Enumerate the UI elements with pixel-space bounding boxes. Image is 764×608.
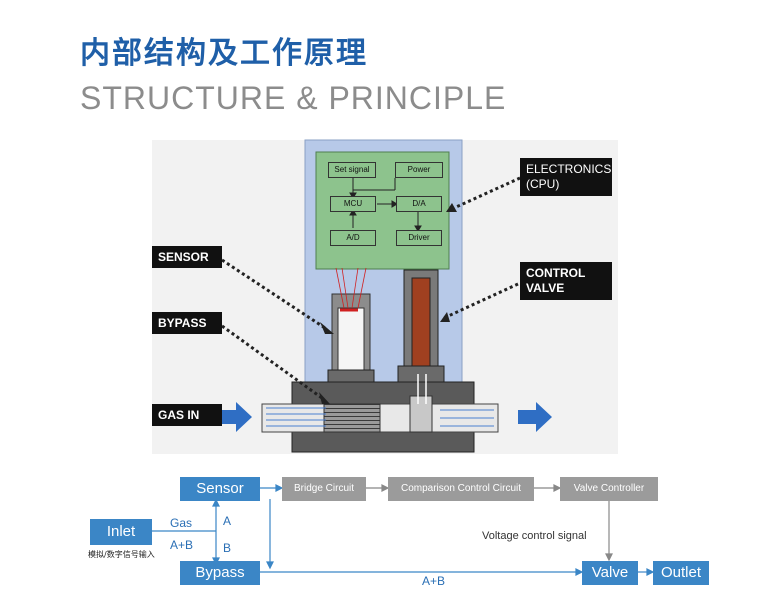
a-plus-b-inlet-label: A+B (170, 538, 194, 552)
control-label: CONTROL (526, 266, 586, 280)
gas-in-arrow (218, 402, 252, 432)
flow-sensor-box: Sensor (180, 477, 260, 501)
mcu-box: MCU (330, 196, 376, 212)
structure-illustration (152, 139, 618, 454)
flow-diagram-connectors (152, 484, 655, 576)
set-signal-box: Set signal (328, 162, 376, 178)
b-label: B (223, 541, 232, 555)
bypass-callout: BYPASS (152, 312, 222, 334)
gas-in-callout: GAS IN (152, 404, 222, 426)
comparison-control-box: Comparison Control Circuit (388, 477, 534, 501)
valve-orifice (409, 395, 433, 433)
sensor-tube (337, 307, 365, 375)
voltage-control-signal-label: Voltage control signal (482, 530, 587, 542)
flow-outlet-box: Outlet (653, 561, 709, 585)
gas-out-arrow (518, 402, 552, 432)
electronics-label: ELECTRONICS (526, 162, 612, 176)
inlet-subtitle: 模拟/数字信号输入 (88, 550, 155, 559)
control-valve-callout: CONTROL VALVE (520, 262, 612, 300)
flow-valve-box: Valve (582, 561, 638, 585)
valve-label: VALVE (526, 281, 565, 295)
valve-coil (411, 277, 431, 367)
page-title-chinese: 内部结构及工作原理 (80, 36, 368, 71)
a-label: A (223, 514, 232, 528)
da-box: D/A (396, 196, 442, 212)
valve-controller-box: Valve Controller (560, 477, 658, 501)
bypass-element (323, 403, 381, 433)
bridge-circuit-box: Bridge Circuit (282, 477, 366, 501)
flow-bypass-box: Bypass (180, 561, 260, 585)
electronics-callout: ELECTRONICS (CPU) (520, 158, 612, 196)
page-title-english: STRUCTURE & PRINCIPLE (80, 80, 507, 116)
a-plus-b-bottom-label: A+B (422, 574, 446, 588)
flow-inlet-box: Inlet (90, 519, 152, 545)
ad-box: A/D (330, 230, 376, 246)
sensor-callout: SENSOR (152, 246, 222, 268)
cpu-label: (CPU) (526, 177, 560, 191)
power-box: Power (395, 162, 443, 178)
gas-label: Gas (170, 516, 193, 530)
driver-box: Driver (396, 230, 442, 246)
